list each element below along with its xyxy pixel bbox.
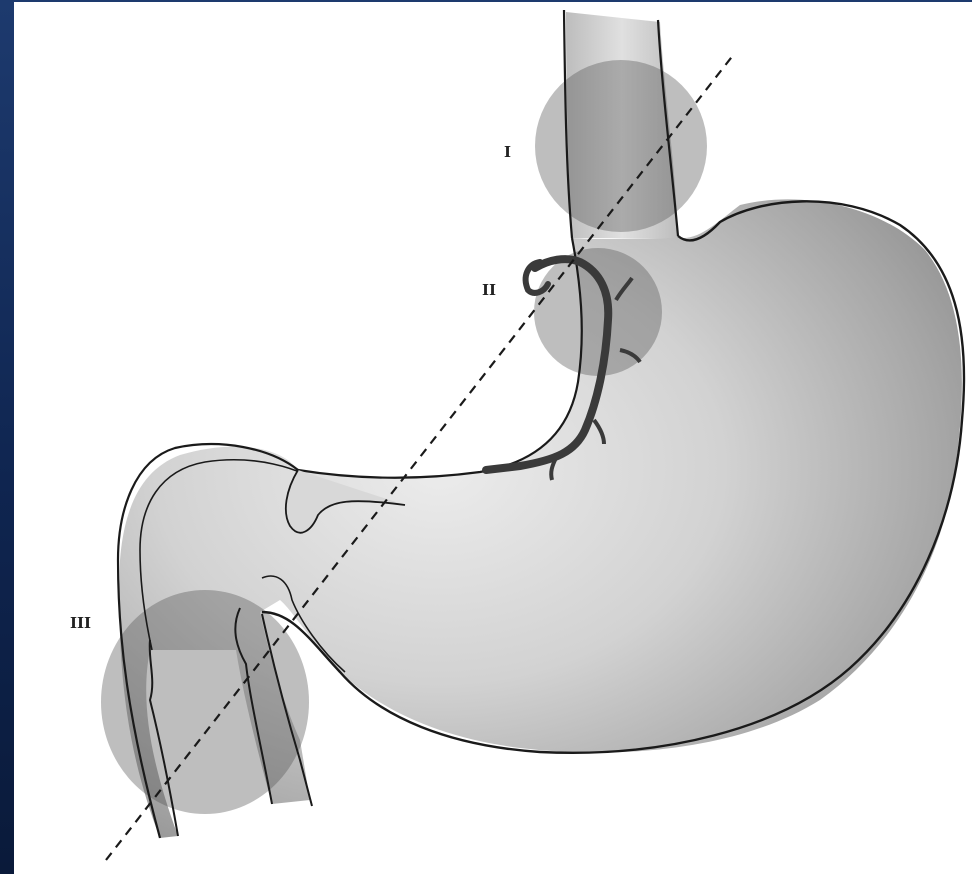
zone-II-circle xyxy=(534,248,662,376)
zone-III-label: III xyxy=(70,614,91,632)
zone-I-label: I xyxy=(504,143,511,161)
zone-II-label: II xyxy=(482,281,496,299)
lesser-curvature xyxy=(298,238,582,478)
zone-III-circle xyxy=(101,590,309,814)
zone-I-circle xyxy=(535,60,707,232)
